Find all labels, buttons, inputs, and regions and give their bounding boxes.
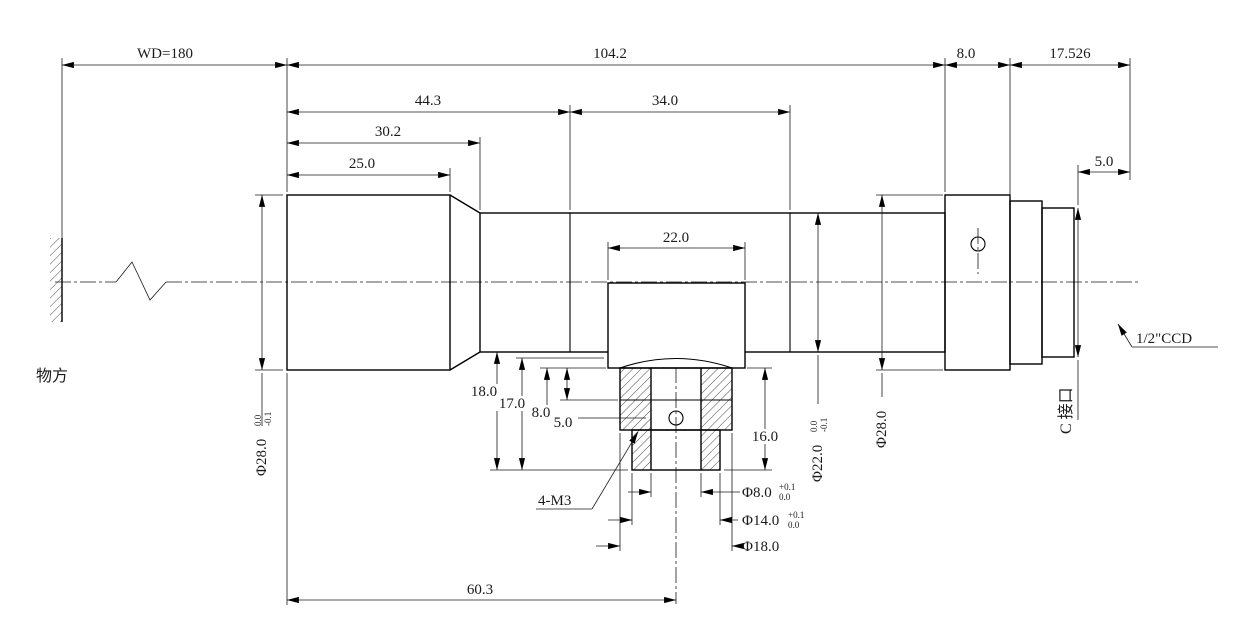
saddle-arc xyxy=(619,358,733,369)
dim-front-barrel-length: 25.0 xyxy=(349,156,375,172)
dim-mount-offset: 60.3 xyxy=(467,582,493,598)
ccd-leader xyxy=(1117,323,1133,348)
spigot-outline xyxy=(631,429,721,471)
dim-clamp-h8: 8.0 xyxy=(532,405,551,421)
dim-dia-boss: Φ18.0 xyxy=(742,539,779,555)
dim-dia-spigot-tol-lower: 0.0 xyxy=(788,520,800,530)
dim-dia-rear: Φ28.0 xyxy=(874,411,890,448)
dim-clamp-width: 22.0 xyxy=(663,230,689,246)
dim-clamp-h17: 17.0 xyxy=(499,396,525,412)
dim-dia-spigot-tol-upper: +0.1 xyxy=(788,510,804,520)
dim-dia-barrel: Φ22.0 xyxy=(810,445,826,482)
front-barrel xyxy=(286,194,451,371)
c-thread-barrel xyxy=(1041,207,1075,358)
label-masks xyxy=(466,384,784,444)
ccd-label: 1/2"CCD xyxy=(1136,331,1192,347)
c-mount-label: C 接口 xyxy=(1057,387,1075,434)
clamp-block xyxy=(607,282,746,369)
dim-dia-barrel-group: Φ22.0 0.0 -0.1 xyxy=(809,418,829,482)
dim-dia-bore-tol-upper: +0.1 xyxy=(779,482,795,492)
dim-dia-bore-tol-lower: 0.0 xyxy=(779,492,791,502)
dim-body-length: 104.2 xyxy=(593,46,627,62)
dim-mount-length: 8.0 xyxy=(957,46,976,62)
object-plane xyxy=(50,238,63,322)
dim-dia-barrel-tol-lower: -0.1 xyxy=(819,418,829,432)
clamp-section xyxy=(607,282,746,471)
screw-leader xyxy=(591,431,639,510)
dimension-lines xyxy=(61,61,1218,604)
dim-working-distance: WD=180 xyxy=(137,46,193,62)
dimension-texts: WD=180 104.2 8.0 17.526 44.3 34.0 30.2 2… xyxy=(137,46,1113,598)
cross-hole xyxy=(668,410,684,426)
dim-clamp-h18: 18.0 xyxy=(471,384,497,400)
dim-dia-barrel-tol-upper: 0.0 xyxy=(809,420,819,432)
dim-thread-length: 5.0 xyxy=(1095,154,1114,170)
dim-clamp-h16: 16.0 xyxy=(752,429,778,445)
dim-front-group-length: 44.3 xyxy=(415,93,441,109)
object-side-label: 物方 xyxy=(36,367,68,385)
dim-clamp-h5: 5.0 xyxy=(554,415,573,431)
mount-ring xyxy=(1009,200,1043,365)
dim-dia-bore: Φ8.0 xyxy=(742,485,772,501)
c-mount-label-group: C 接口 xyxy=(1057,387,1075,434)
set-screw xyxy=(970,236,986,252)
screw-callout: 4-M3 xyxy=(538,493,571,509)
centerlines xyxy=(55,228,1138,604)
dim-dia-front-group: Φ28.0 0.0 -0.1 xyxy=(253,412,273,476)
dim-ring-length: 34.0 xyxy=(652,93,678,109)
dim-dia-front-tol-upper: 0.0 xyxy=(253,414,263,426)
wall-hatching xyxy=(50,238,62,322)
dim-front-step-length: 30.2 xyxy=(375,124,401,140)
dim-dia-front-tol-lower: -0.1 xyxy=(263,412,273,426)
dim-dia-spigot: Φ14.0 xyxy=(742,513,779,529)
rear-mount-flange xyxy=(944,194,1011,371)
dim-dia-front: Φ28.0 xyxy=(254,439,270,476)
dim-flange-distance: 17.526 xyxy=(1049,46,1091,62)
dim-dia-rear-group: Φ28.0 xyxy=(874,411,890,448)
annotations: 物方 4-M3 1/2"CCD xyxy=(36,331,1192,509)
extension-lines xyxy=(61,58,1131,605)
